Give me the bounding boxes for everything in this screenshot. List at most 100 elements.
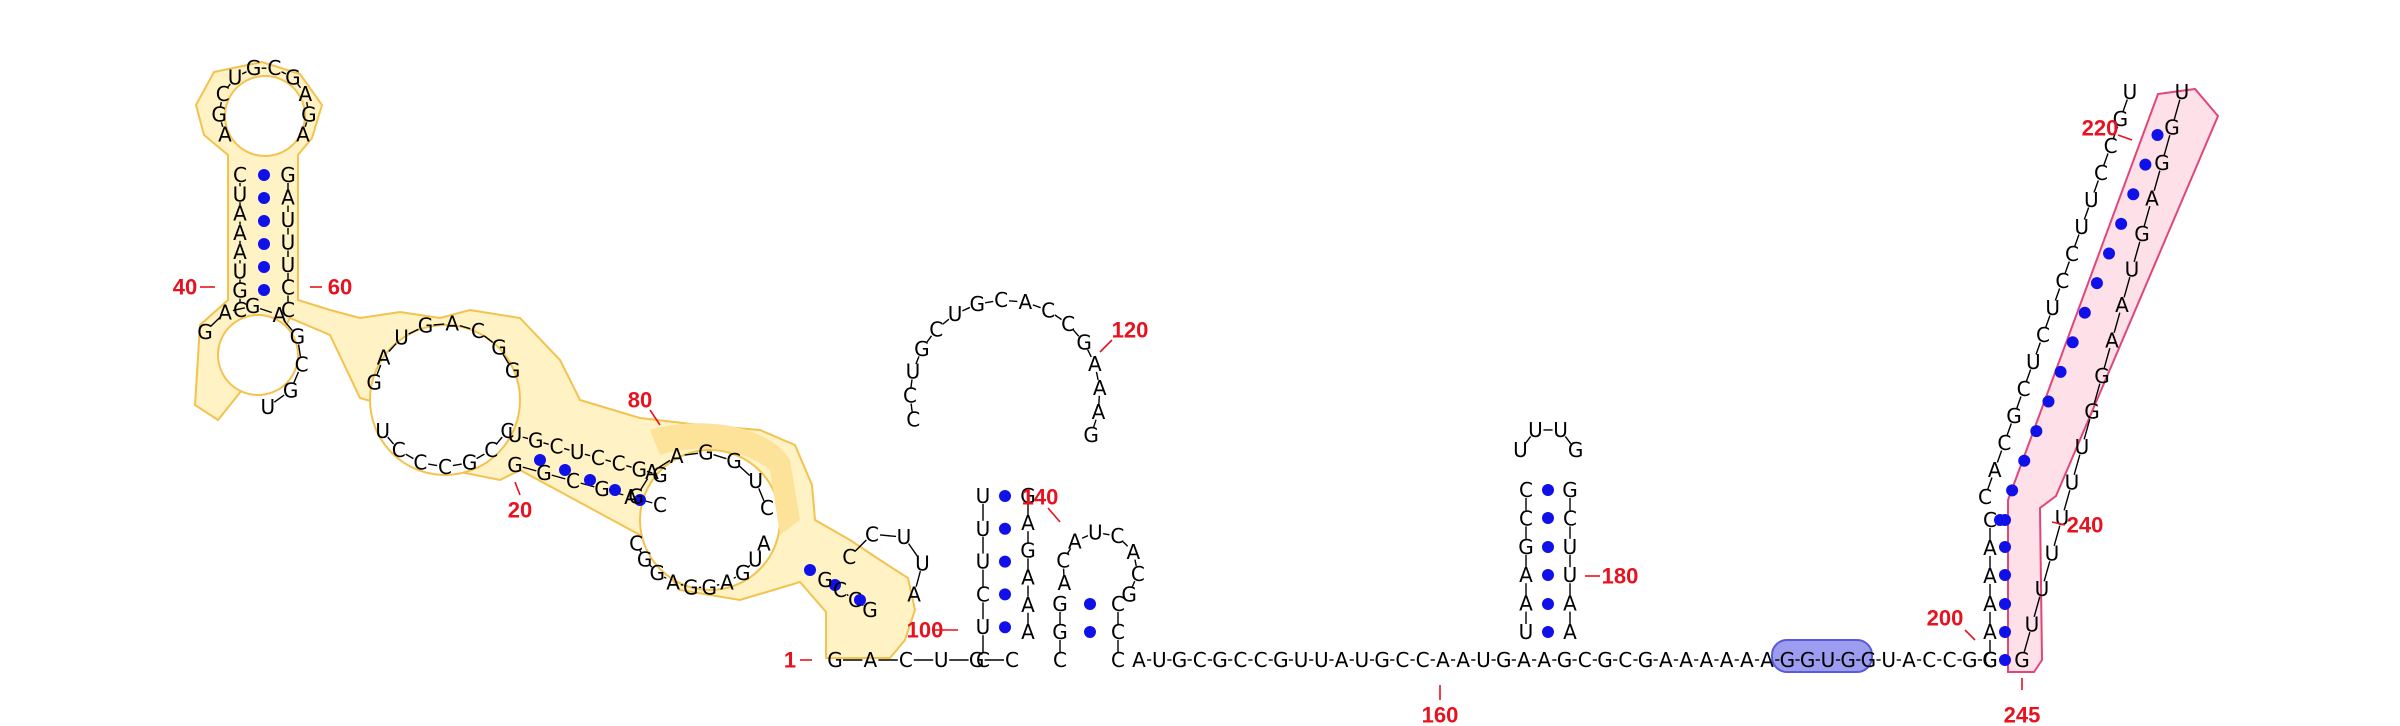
backbone-bond — [259, 307, 272, 314]
helix-nucleotide: G — [2006, 404, 2022, 428]
backbone-bond — [428, 463, 438, 467]
backbone-bond — [984, 300, 994, 304]
backbone-nucleotide: C — [1233, 648, 1247, 672]
helix-nucleotide: A — [1983, 592, 1997, 616]
stem-nucleotide: G — [1518, 535, 1534, 559]
position-tick — [1099, 339, 1113, 353]
stem-nucleotide: A — [233, 202, 247, 226]
loop-nucleotide: G — [245, 294, 261, 318]
backbone-bond — [910, 403, 913, 412]
backbone-bond — [1103, 532, 1110, 536]
backbone-bond — [408, 328, 419, 335]
base-pair-dot — [2042, 395, 2055, 408]
base-pair-dot — [2078, 306, 2091, 319]
backbone-bond — [639, 550, 642, 553]
backbone-bond — [908, 543, 919, 558]
backbone-bond — [1032, 304, 1041, 309]
base-pair-dot — [258, 261, 270, 273]
position-label-160: 160 — [1422, 703, 1459, 726]
backbone-bond — [626, 465, 632, 468]
stem-nucleotide: A — [1563, 620, 1577, 644]
backbone-bond — [739, 465, 751, 477]
base-pair-dot — [999, 522, 1011, 535]
loop-nucleotide: C — [865, 522, 879, 546]
base-pair-dot — [258, 215, 270, 227]
loop-nucleotide: U — [1553, 418, 1568, 442]
loop-nucleotide: G — [914, 337, 930, 361]
backbone-bond — [2074, 234, 2080, 247]
helix-nucleotide: C — [2055, 269, 2069, 293]
backbone-bond — [1072, 329, 1080, 337]
backbone-bond — [2073, 454, 2081, 475]
stem-nucleotide: C — [1053, 648, 1067, 672]
backbone-nucleotide: C — [1193, 648, 1207, 672]
loop-nucleotide: U — [375, 419, 390, 443]
loop-nucleotide: U — [228, 66, 243, 90]
backbone-bond — [2063, 490, 2071, 511]
backbone-bond — [2045, 315, 2051, 328]
backbone-bond — [713, 453, 727, 460]
backbone-bond — [2133, 241, 2141, 262]
helix-nucleotide: G — [2094, 364, 2110, 388]
backbone-bond — [2054, 288, 2061, 301]
five-prime-nucleotide: U — [934, 648, 949, 672]
position-label-220: 220 — [2082, 116, 2119, 141]
loop-nucleotide: G — [735, 561, 751, 585]
helix-nucleotide: C — [1997, 431, 2011, 455]
backbone-bond — [2122, 99, 2128, 112]
backbone-nucleotide: A — [1335, 648, 1349, 672]
loop-nucleotide: G — [301, 103, 317, 127]
loop-nucleotide: C — [629, 531, 643, 555]
loop-nucleotide: U — [748, 469, 763, 493]
position-label-180: 180 — [1602, 564, 1639, 589]
backbone-bond — [639, 478, 649, 491]
base-pair-dot — [999, 621, 1011, 634]
backbone-bond — [942, 318, 950, 325]
backbone-bond — [2173, 99, 2181, 120]
orange-strong-band — [650, 423, 800, 535]
position-tick — [1047, 507, 1061, 523]
helix-nucleotide: G — [2014, 648, 2030, 672]
backbone-bond — [2064, 261, 2070, 274]
backbone-bond — [2103, 153, 2109, 166]
base-pair-dot — [2006, 484, 2019, 497]
position-label-140: 140 — [1022, 485, 1059, 510]
stem-nucleotide: C — [1563, 506, 1577, 530]
backbone-bond — [1122, 541, 1129, 547]
position-label-120: 120 — [1112, 318, 1149, 343]
stem-nucleotide: A — [233, 221, 247, 245]
backbone-nucleotide: G — [1212, 648, 1228, 672]
stem-nucleotide: G — [1052, 620, 1068, 644]
loop-nucleotide: U — [948, 302, 963, 326]
backbone-bond — [1081, 534, 1089, 539]
base-pair-dot — [2115, 217, 2128, 230]
helix-nucleotide: C — [2094, 161, 2108, 185]
helix-nucleotide: U — [2084, 188, 2099, 212]
backbone-nucleotide: G — [1496, 648, 1512, 672]
backbone-bond — [476, 453, 485, 460]
stem-nucleotide: C — [1111, 620, 1125, 644]
base-pair-dot — [2151, 129, 2164, 141]
backbone-bond — [1054, 314, 1062, 321]
base-pair-dot — [2139, 158, 2152, 171]
loop-nucleotide: A — [720, 570, 734, 594]
stem-nucleotide: U — [570, 440, 585, 464]
backbone-bond — [1086, 349, 1092, 358]
backbone-bond — [646, 470, 653, 474]
loop-nucleotide: C — [1041, 298, 1055, 322]
backbone-nucleotide: G — [1962, 648, 1978, 672]
backbone-bond — [2123, 277, 2131, 298]
helix-nucleotide: U — [2045, 296, 2060, 320]
position-tick — [649, 409, 661, 426]
base-pair-dot — [1999, 626, 2011, 638]
base-pair-dot — [584, 474, 596, 486]
stem-nucleotide: G — [1562, 478, 1578, 502]
backbone-bond — [2083, 207, 2090, 220]
loop-nucleotide: A — [757, 531, 771, 555]
backbone-bond — [663, 576, 667, 579]
backbone-bond — [376, 364, 382, 376]
backbone-bond — [387, 436, 395, 445]
loop-nucleotide: C — [438, 455, 452, 479]
helix-nucleotide: U — [2035, 577, 2050, 601]
loop-nucleotide: G — [246, 56, 262, 80]
